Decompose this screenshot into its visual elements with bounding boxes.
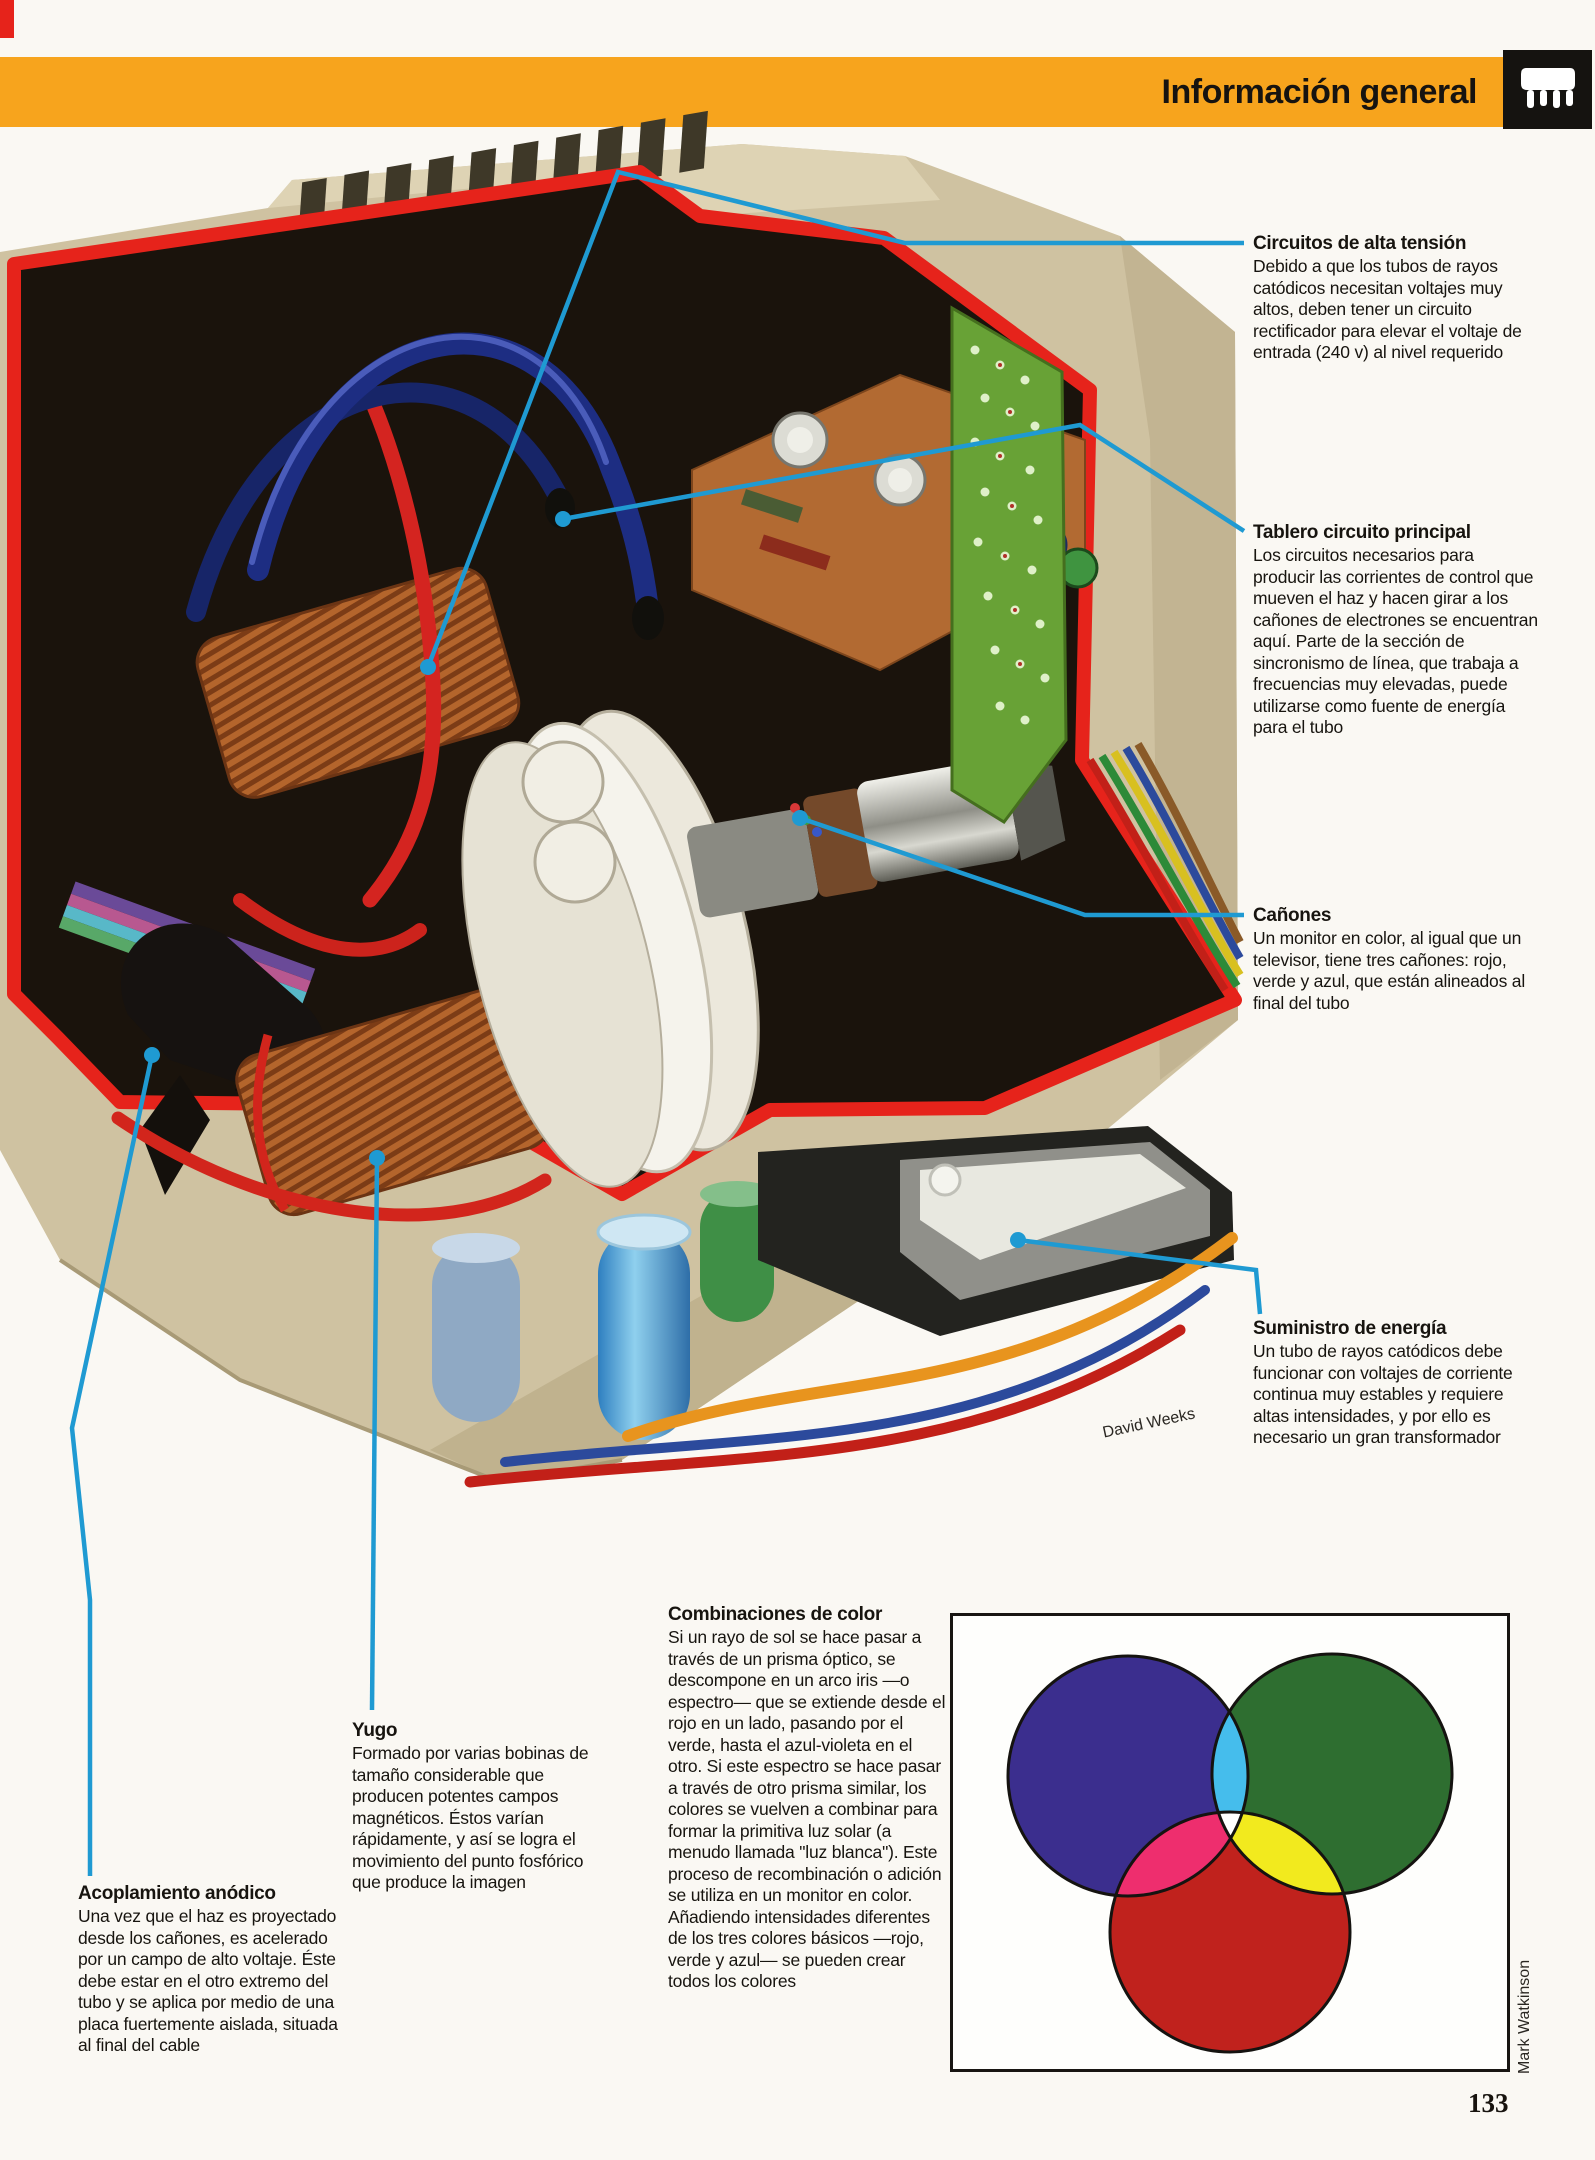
callout-body: Un monitor en color, al igual que un tel… — [1253, 928, 1526, 1013]
venn-outlines — [1006, 1652, 1454, 2054]
phosphor-dot-blue — [812, 827, 822, 837]
callout-block-canones: Cañones Un monitor en color, al igual qu… — [1253, 905, 1538, 1014]
chip-icon-box — [1503, 50, 1592, 129]
venn-yellow-overlap — [1212, 1812, 1350, 1894]
color-section-block: Combinaciones de color Si un rayo de sol… — [668, 1604, 950, 1993]
corner-red-mark — [0, 0, 14, 38]
diagram-credit: Mark Watkinson — [1516, 1959, 1533, 2074]
callout-body: Una vez que el haz es proyectado desde l… — [78, 1906, 338, 2055]
callout-block-yugo: Yugo Formado por varias bobinas de tamañ… — [352, 1720, 607, 1894]
power-transformer — [758, 1126, 1234, 1336]
callout-line-yugo — [369, 1157, 380, 1711]
callout-line-suministro — [1017, 1237, 1263, 1315]
callout-lines — [69, 169, 1263, 1876]
page-number: 133 — [1468, 2088, 1509, 2118]
green-pcb — [950, 305, 1068, 824]
callout-block-acoplamiento: Acoplamiento anódico Una vez que el haz … — [78, 1883, 340, 2057]
collar-drum — [533, 820, 617, 904]
electron-gun-neck — [687, 759, 1066, 918]
callout-block-circuitos: Circuitos de alta tensión Debido a que l… — [1253, 233, 1538, 364]
callout-line-acoplamiento — [69, 1054, 155, 1876]
bottom-wires — [111, 1111, 1238, 1488]
anode-red-cable — [233, 893, 427, 957]
callout-body: Un tubo de rayos catódicos debe funciona… — [1253, 1341, 1513, 1447]
callout-dots — [144, 511, 1026, 1248]
wire-ribbon — [1086, 741, 1244, 993]
callout-body: Los circuitos necesarios para producir l… — [1253, 545, 1538, 737]
color-section-title: Combinaciones de color — [668, 1604, 883, 1625]
callout-title: Yugo — [352, 1720, 398, 1741]
capacitor-cylinders — [432, 1181, 774, 1422]
venn-magenta-overlap — [1110, 1812, 1248, 1896]
blue-capacitor — [596, 1213, 692, 1440]
collar-drum — [521, 740, 605, 824]
callout-title: Cañones — [1253, 905, 1332, 926]
color-section-body: Si un rayo de sol se hace pasar a través… — [668, 1627, 946, 1991]
callout-line-circuitos — [425, 169, 1244, 668]
callout-block-tablero: Tablero circuito principal Los circuitos… — [1253, 522, 1538, 739]
callout-block-suministro: Suministro de energía Un tubo de rayos c… — [1253, 1318, 1538, 1449]
crt-interior — [58, 305, 1244, 1488]
callout-title: Circuitos de alta tensión — [1253, 233, 1467, 254]
rgb-venn-diagram — [1006, 1652, 1454, 2054]
rgb-venn-diagram-box — [950, 1613, 1510, 2072]
callout-line-canones — [799, 815, 1244, 918]
ic-chip-icon — [1520, 67, 1575, 108]
callout-body: Debido a que los tubos de rayos catódico… — [1253, 256, 1522, 362]
section-title: Información general — [1161, 72, 1478, 111]
callout-body: Formado por varias bobinas de tamaño con… — [352, 1743, 589, 1892]
callout-line-tablero — [562, 422, 1246, 533]
callout-title: Tablero circuito principal — [1253, 522, 1471, 543]
section-header-bar: Información general — [0, 57, 1503, 127]
callout-title: Acoplamiento anódico — [78, 1883, 276, 1904]
callout-title: Suministro de energía — [1253, 1318, 1447, 1339]
